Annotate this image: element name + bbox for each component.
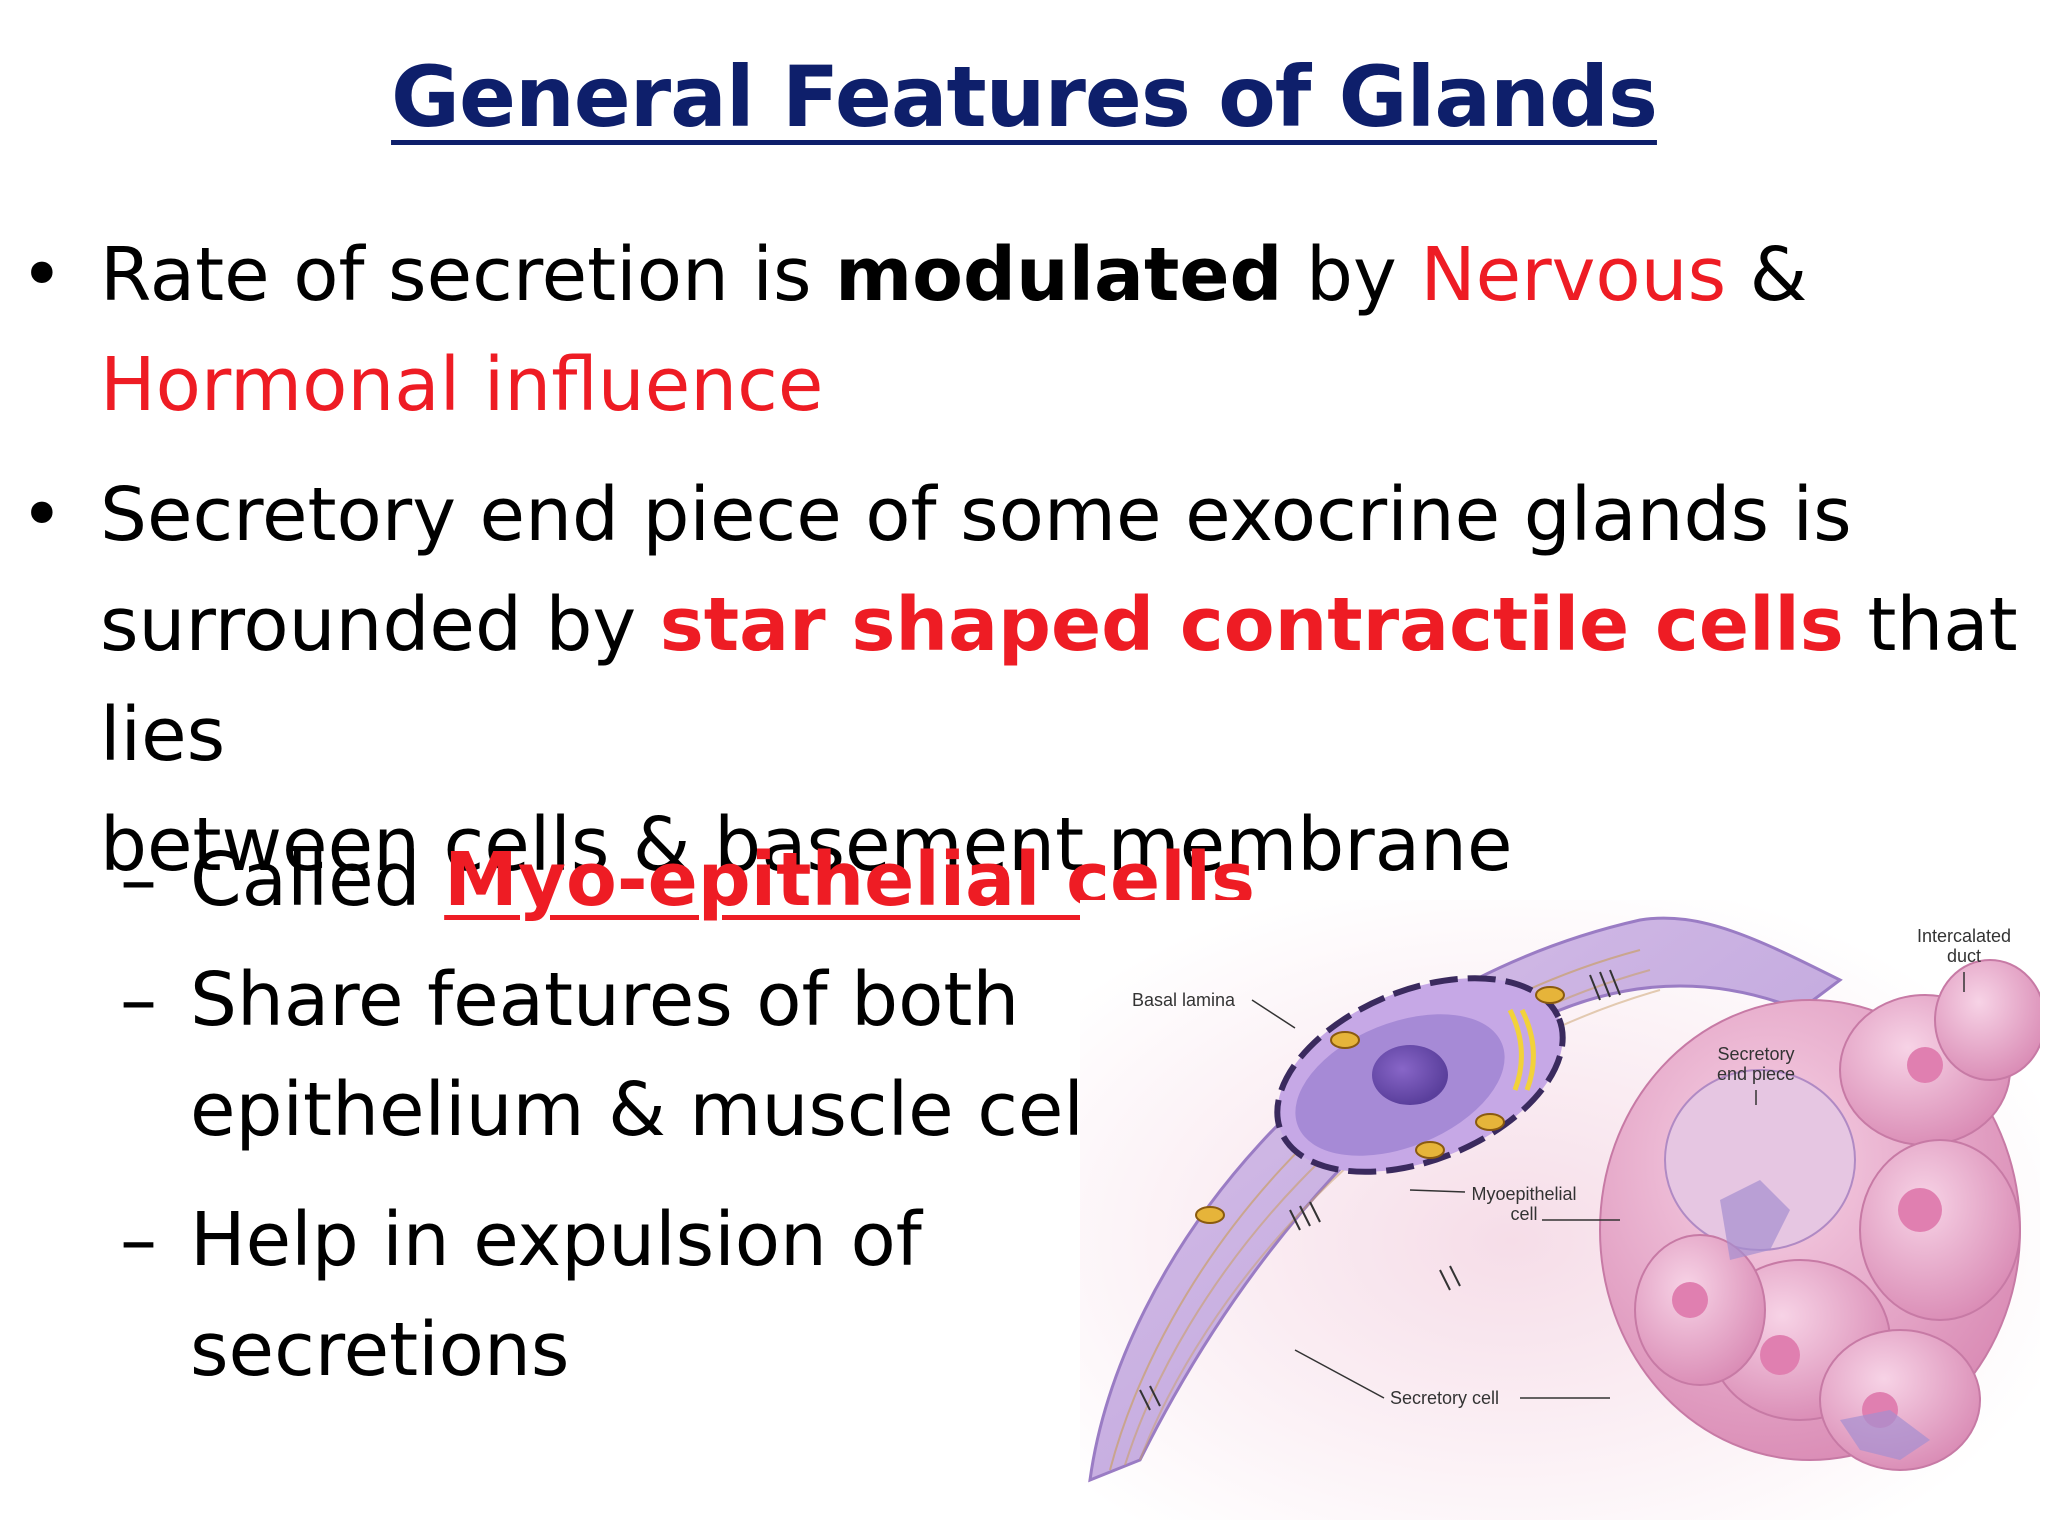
bullet2-line2c: that lies [100, 582, 2018, 778]
bullet2-star-shaped: star shaped contractile cells [659, 582, 1844, 668]
sub1-called: Called [190, 837, 445, 923]
sub3-line2: secretions [190, 1307, 570, 1393]
label-intercalated-line2: duct [1947, 946, 1981, 966]
bullet1-ampersand: & [1726, 232, 1808, 318]
sub-share-features: – Share features of both epithelium & mu… [120, 945, 1105, 1165]
bullet-dot-icon: • [20, 232, 64, 318]
label-basal-lamina: Basal lamina [1132, 990, 1236, 1010]
label-intercalated-line1: Intercalated [1917, 926, 2011, 946]
bullet1-hormonal: Hormonal influence [100, 342, 824, 428]
sub3-line1: Help in expulsion of [190, 1197, 922, 1283]
nucleus [1372, 1045, 1448, 1105]
dash-icon: – [120, 837, 157, 923]
bullet2-line3: between cells & basement membrane [100, 802, 1513, 888]
sub2-line1: Share features of both [190, 957, 1020, 1043]
label-secretory-end-line2: end piece [1717, 1064, 1795, 1084]
bullet2-line1: Secretory end piece of some exocrine gla… [100, 472, 1852, 558]
myoepithelial-illustration: Basal lamina Intercalated duct Secretory… [1080, 900, 2040, 1520]
bullet1-text-by: by [1282, 232, 1421, 318]
bullet2-line2a: surrounded by [100, 582, 660, 668]
dash-icon: – [120, 1197, 157, 1283]
bullet-secretory-end-piece: • Secretory end piece of some exocrine g… [20, 460, 2040, 900]
bullet1-text-a: Rate of secretion is [100, 232, 836, 318]
bullet-rate-of-secretion: • Rate of secretion is modulated by Nerv… [20, 220, 2040, 440]
sub-called-myoepithelial: – Called Myo-epithelial cells [120, 825, 1255, 935]
label-myoepithelial-line1: Myoepithelial [1471, 1184, 1576, 1204]
myoepithelial-cell-on-lobule [1720, 1180, 1790, 1260]
label-secretory-cell: Secretory cell [1390, 1388, 1499, 1408]
bullet1-modulated: modulated [835, 232, 1283, 318]
label-secretory-end-line1: Secretory [1717, 1044, 1794, 1064]
sub-help-expulsion: – Help in expulsion of secretions [120, 1185, 922, 1405]
bullet1-nervous: Nervous [1420, 232, 1727, 318]
secretory-end-piece-cluster [1599, 959, 2040, 1471]
sub2-line2: epithelium & muscle cell [190, 1067, 1105, 1153]
label-myoepithelial-line2: cell [1510, 1204, 1537, 1224]
slide-title: General Features of Glands [391, 48, 1658, 146]
dash-icon: – [120, 957, 157, 1043]
bullet-dot-icon: • [20, 472, 64, 558]
